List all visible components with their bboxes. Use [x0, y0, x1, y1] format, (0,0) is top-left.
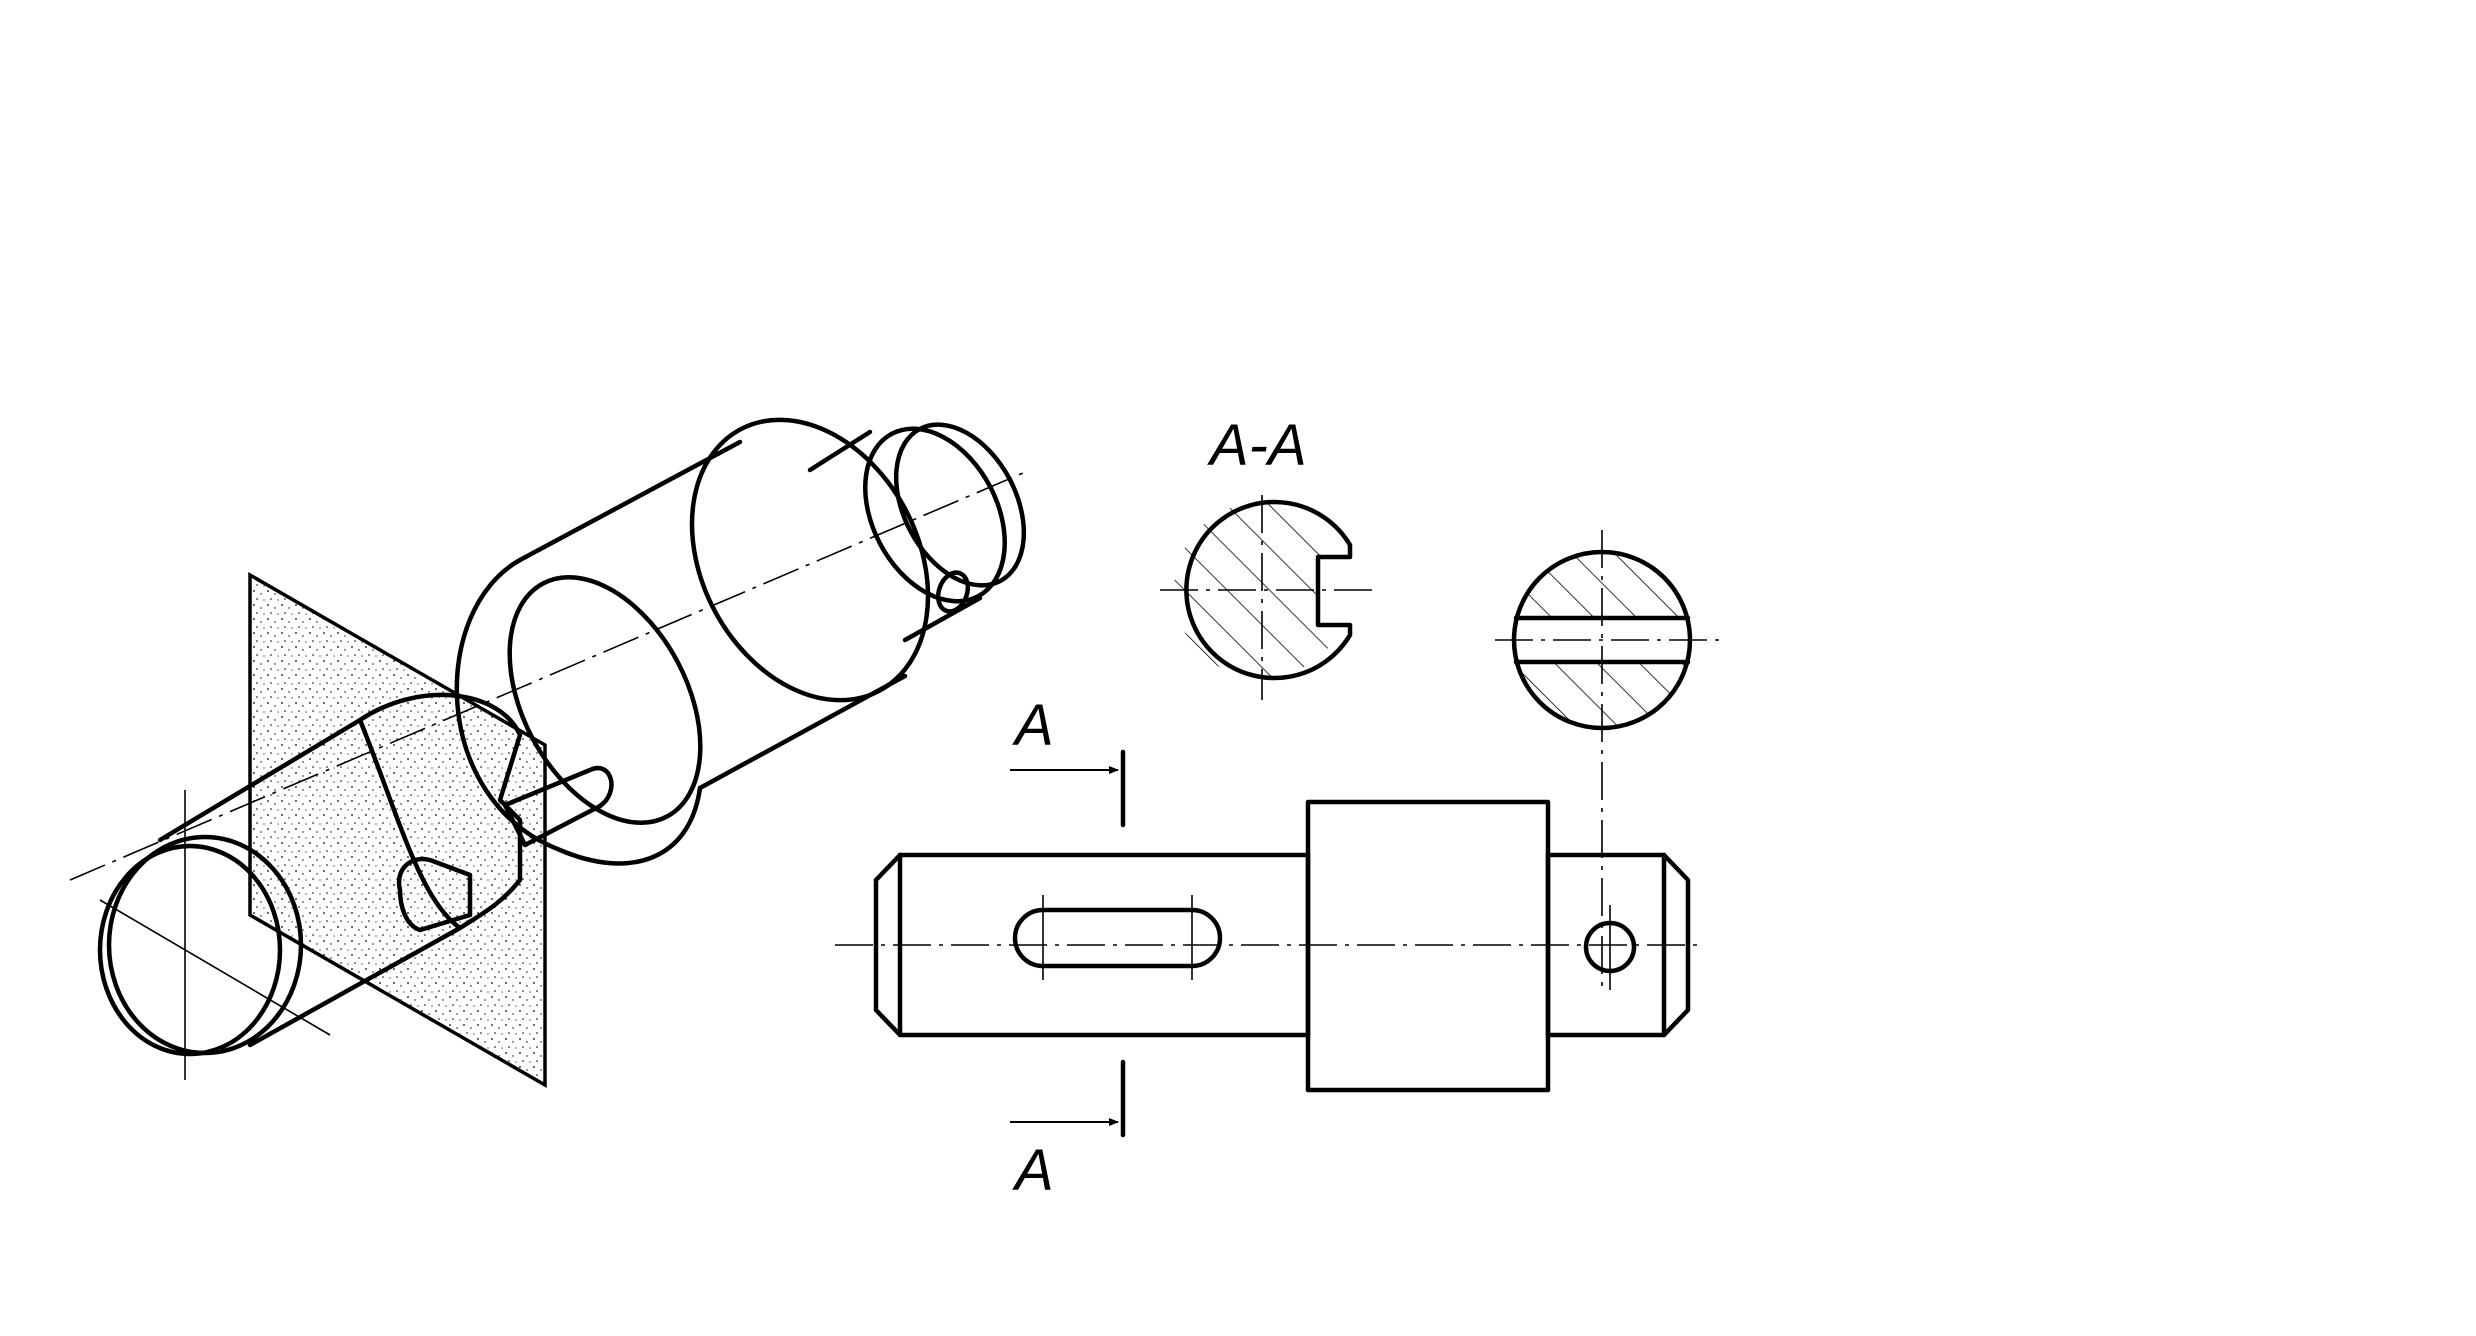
pin-hole-icon	[935, 570, 971, 614]
right-shaft	[807, 422, 1027, 643]
cut-label-bottom: A	[1012, 1138, 1054, 1203]
collar-outline	[1305, 799, 1551, 1093]
cut-label-top: A	[1012, 693, 1054, 758]
collar	[454, 417, 931, 866]
section-a-a-outline	[1184, 499, 1353, 681]
keyway-slot	[1012, 907, 1223, 969]
cutting-plane	[248, 571, 547, 1089]
isometric-view	[69, 417, 1031, 1089]
front-view	[835, 799, 1700, 1093]
left-shaft	[97, 692, 614, 1057]
iso-axis	[69, 469, 1031, 881]
cutting-plane-marks: A A	[1010, 693, 1126, 1203]
section-pin-hole	[1495, 530, 1720, 990]
section-a-a: A-A	[1160, 413, 1380, 700]
section-title: A-A	[1207, 413, 1307, 478]
